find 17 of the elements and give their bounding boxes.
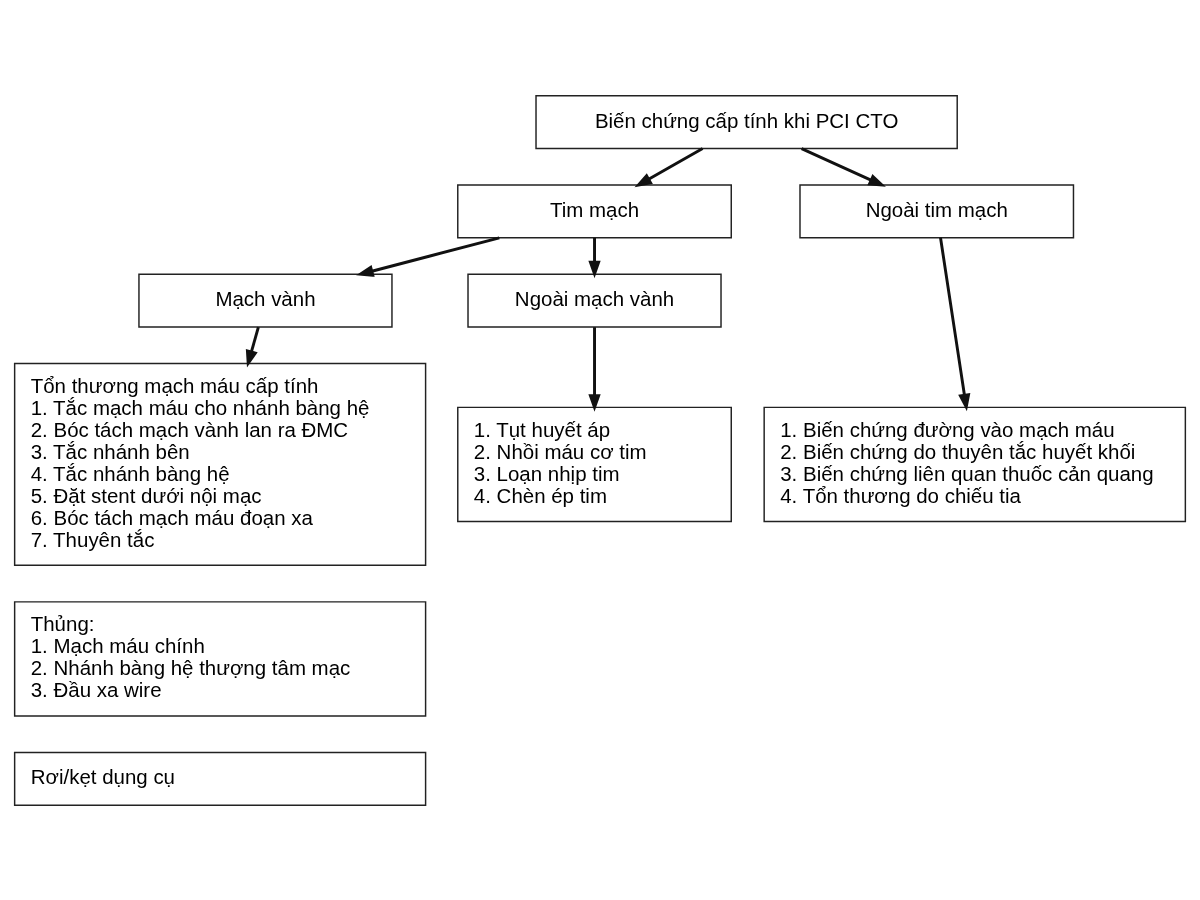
arrow <box>801 146 886 187</box>
arrow <box>245 326 260 368</box>
node-box: Ngoài mạch vành <box>467 273 722 328</box>
arrow <box>588 326 601 412</box>
node-box: 1. Biến chứng đường vào mạch máu 2. Biến chứng do thuyên tắc huyết khối 3. Biến chứng liên quan thuốc cản quang 4. Tổn thương do chiếu tia <box>763 406 1187 522</box>
node-box: 1. Tụt huyết áp 2. Nhồi máu cơ tim 3. Loạn nhịp tim 4. Chèn ép tim <box>457 406 732 522</box>
arrow <box>939 237 971 411</box>
node-box: Mạch vành <box>138 273 393 328</box>
node-box: Biến chứng cấp tính khi PCI CTO <box>535 94 958 149</box>
arrow <box>356 235 500 277</box>
node-box: Rơi/kẹt dụng cụ <box>13 751 427 806</box>
arrow <box>634 146 704 187</box>
arrow <box>588 237 601 278</box>
node-box: Thủng: 1. Mạch máu chính 2. Nhánh bàng hệ thượng tâm mạc 3. Đầu xa wire <box>13 600 427 717</box>
node-box: Tim mạch <box>457 183 732 238</box>
node-box: Tổn thương mạch máu cấp tính 1. Tắc mạch máu cho nhánh bàng hệ 2. Bóc tách mạch vành lan ra ĐMC 3. Tắc nhánh bên 4. Tắc nhánh bàng hệ 5. Đặt stent dưới nội mạc 6. Bóc tách mạch máu đoạn xa 7. Thuyên tắc <box>13 362 427 566</box>
node-box: Ngoài tim mạch <box>799 183 1075 238</box>
